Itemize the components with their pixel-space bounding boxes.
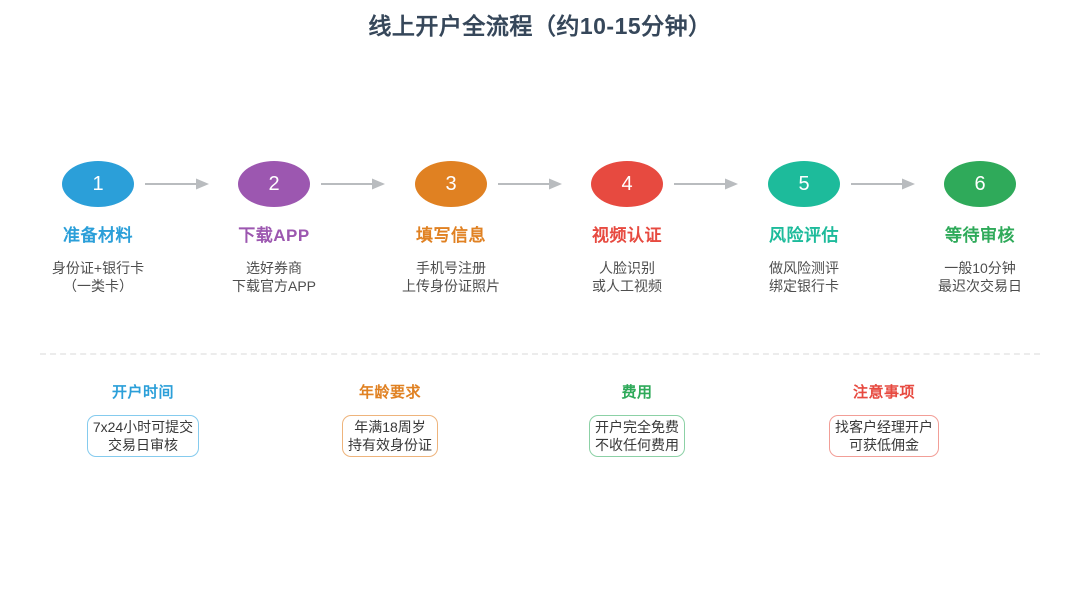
- step-3-description: 手机号注册 上传身份证照片: [363, 259, 539, 295]
- info-line: 年满18周岁: [354, 419, 426, 435]
- info-line: 不收任何费用: [595, 437, 679, 453]
- info-line: 可获低佣金: [849, 437, 919, 453]
- info-title: 年龄要求: [358, 384, 421, 401]
- step-desc-line: 一般10分钟: [944, 260, 1016, 276]
- step-6-label: 等待审核: [945, 226, 1015, 245]
- step-desc-line: 上传身份证照片: [402, 278, 500, 294]
- step-desc-line: 绑定银行卡: [769, 278, 839, 294]
- step-4-number-badge: 4: [591, 161, 663, 207]
- info-col-notes: 注意事项 找客户经理开户 可获低佣金: [774, 381, 994, 457]
- info-box: 开户完全免费 不收任何费用: [589, 415, 685, 457]
- step-1-description: 身份证+银行卡 （一类卡）: [10, 259, 186, 295]
- arrow-right-icon: [498, 178, 562, 190]
- step-5-number-badge: 5: [768, 161, 840, 207]
- info-col-fees: 费用 开户完全免费 不收任何费用: [527, 381, 747, 457]
- step-1-label: 准备材料: [63, 226, 133, 245]
- info-line: 交易日审核: [107, 437, 178, 453]
- step-desc-line: 身份证+银行卡: [51, 260, 145, 276]
- arrow-right-icon: [321, 178, 385, 190]
- info-box: 年满18周岁 持有效身份证: [342, 415, 438, 457]
- info-title: 开户时间: [111, 384, 174, 401]
- step-6-number-badge: 6: [944, 161, 1016, 207]
- flow-step-2: 2 下载APP 选好券商 下载官方APP: [186, 161, 362, 295]
- arrow-right-icon: [674, 178, 738, 190]
- arrow-right-icon: [145, 178, 209, 190]
- step-5-label: 风险评估: [769, 226, 839, 245]
- info-col-opening-time: 开户时间 7x24小时可提交 交易日审核: [33, 381, 253, 457]
- step-3-label: 填写信息: [416, 226, 486, 245]
- step-desc-line: 最迟次交易日: [938, 278, 1022, 294]
- flow-step-3: 3 填写信息 手机号注册 上传身份证照片: [363, 161, 539, 295]
- step-4-description: 人脸识别 或人工视频: [539, 259, 715, 295]
- step-1-number-badge: 1: [62, 161, 134, 207]
- page-title: 线上开户全流程（约10-15分钟）: [368, 13, 712, 39]
- info-line: 找客户经理开户: [835, 419, 933, 435]
- step-4-label: 视频认证: [592, 226, 662, 245]
- info-col-age-requirement: 年龄要求 年满18周岁 持有效身份证: [280, 381, 500, 457]
- step-desc-line: 手机号注册: [416, 260, 486, 276]
- step-2-description: 选好券商 下载官方APP: [186, 259, 362, 295]
- info-line: 持有效身份证: [348, 437, 432, 453]
- step-desc-line: 或人工视频: [592, 278, 662, 294]
- info-line: 7x24小时可提交: [92, 419, 194, 435]
- step-desc-line: 选好券商: [246, 260, 302, 276]
- step-5-description: 做风险测评 绑定银行卡: [716, 259, 892, 295]
- step-2-label: 下载APP: [238, 226, 310, 245]
- step-3-number-badge: 3: [415, 161, 487, 207]
- flow-step-6: 6 等待审核 一般10分钟 最迟次交易日: [892, 161, 1068, 295]
- info-box: 找客户经理开户 可获低佣金: [829, 415, 939, 457]
- step-desc-line: （一类卡）: [63, 278, 133, 294]
- step-desc-line: 下载官方APP: [231, 278, 316, 294]
- dashed-divider: [40, 353, 1040, 355]
- step-desc-line: 做风险测评: [769, 260, 839, 276]
- arrow-right-icon: [851, 178, 915, 190]
- info-title: 注意事项: [852, 384, 915, 401]
- step-desc-line: 人脸识别: [599, 260, 655, 276]
- info-line: 开户完全免费: [595, 419, 679, 435]
- flow-step-1: 1 准备材料 身份证+银行卡 （一类卡）: [10, 161, 186, 295]
- info-title: 费用: [621, 384, 653, 401]
- step-6-description: 一般10分钟 最迟次交易日: [892, 259, 1068, 295]
- info-box: 7x24小时可提交 交易日审核: [86, 415, 200, 457]
- flow-step-4: 4 视频认证 人脸识别 或人工视频: [539, 161, 715, 295]
- step-2-number-badge: 2: [238, 161, 310, 207]
- flow-step-5: 5 风险评估 做风险测评 绑定银行卡: [716, 161, 892, 295]
